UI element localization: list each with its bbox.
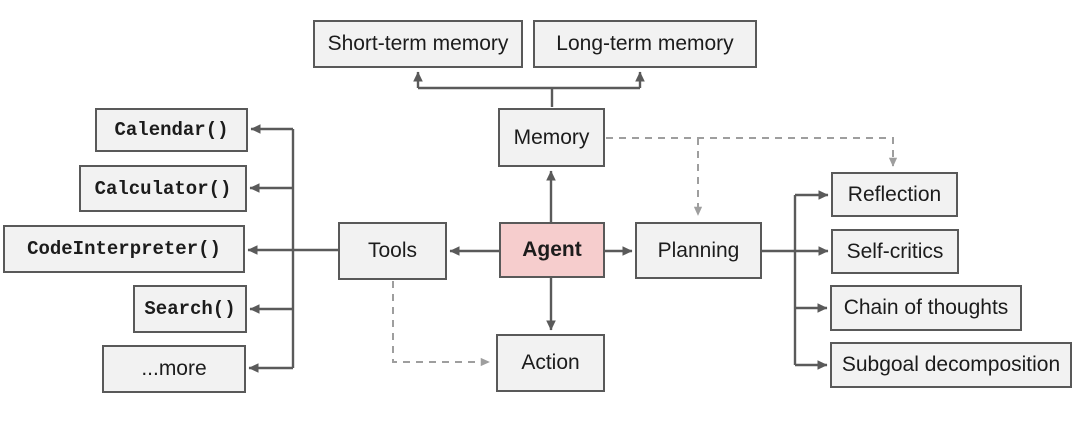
node-tools: Tools (338, 222, 447, 280)
node-short-term-memory: Short-term memory (313, 20, 523, 68)
node-action: Action (496, 334, 605, 392)
node-self-critics: Self-critics (831, 229, 959, 274)
node-calculator: Calculator() (79, 165, 247, 212)
node-calendar: Calendar() (95, 108, 248, 152)
node-chain-of-thoughts: Chain of thoughts (830, 285, 1022, 331)
node-reflection: Reflection (831, 172, 958, 217)
node-search: Search() (133, 285, 247, 333)
node-code-interpreter: CodeInterpreter() (3, 225, 245, 273)
node-long-term-memory: Long-term memory (533, 20, 757, 68)
node-more: ...more (102, 345, 246, 393)
node-subgoal-decomposition: Subgoal decomposition (830, 342, 1072, 388)
node-agent: Agent (499, 222, 605, 278)
dashed-connectors (392, 137, 898, 367)
node-memory: Memory (498, 108, 605, 167)
node-planning: Planning (635, 222, 762, 279)
solid-connectors (247, 71, 829, 373)
